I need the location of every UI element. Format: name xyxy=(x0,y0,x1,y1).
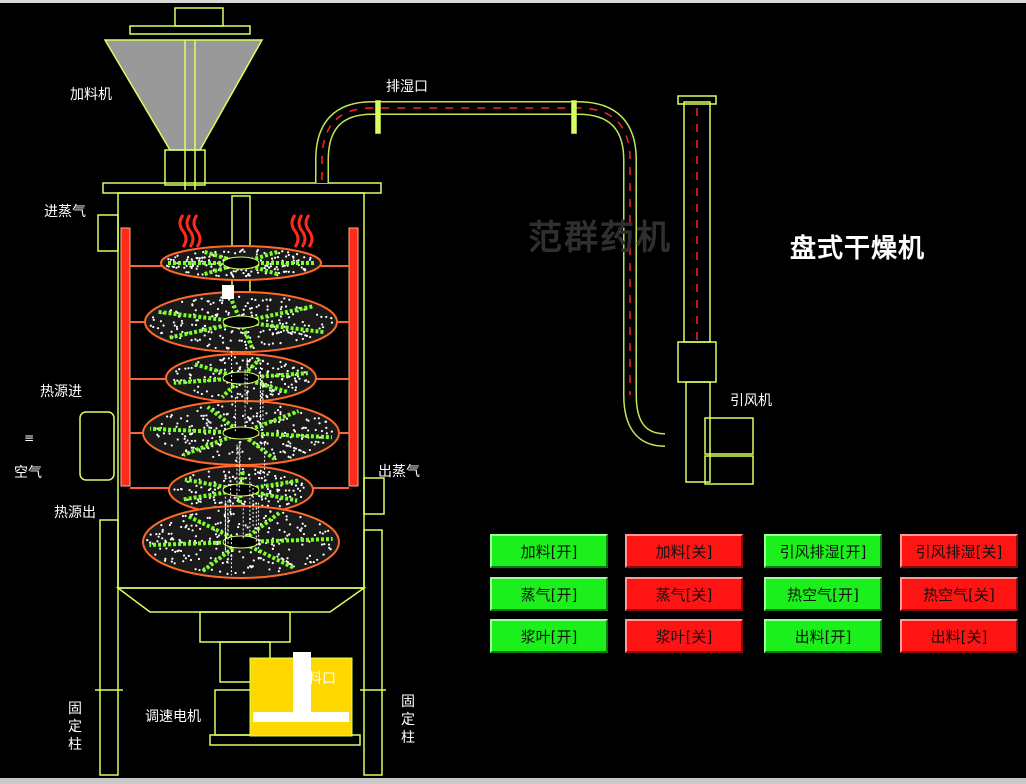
heat-source-tank xyxy=(79,411,115,481)
exhaust-pipe xyxy=(315,101,666,447)
label-discharge: 料口 xyxy=(308,671,336,687)
watermark: 范群药机 xyxy=(528,218,672,258)
discharge-on-button[interactable]: 出料[开] xyxy=(764,619,882,653)
feed-hopper xyxy=(103,39,264,151)
page-title: 盘式干燥机 xyxy=(790,234,926,264)
label-heat-in: 热源进 xyxy=(40,384,82,400)
label-exhaust: 排湿口 xyxy=(386,79,428,95)
feed-on-button[interactable]: 加料[开] xyxy=(490,534,608,568)
label-fixed-column-left: 固定柱 xyxy=(68,701,82,753)
label-steam-in: 进蒸气 xyxy=(44,204,86,220)
right-fixed-column xyxy=(363,529,383,776)
exhaust-fan-on-button[interactable]: 引风排湿[开] xyxy=(764,534,882,568)
steam-on-button[interactable]: 蒸气[开] xyxy=(490,577,608,611)
label-feeder: 加料机 xyxy=(70,87,112,103)
label-fixed-column-right: 固定柱 xyxy=(401,694,415,746)
dryer-trays xyxy=(142,245,340,579)
steam-off-button[interactable]: 蒸气[关] xyxy=(625,577,743,611)
fan-motor xyxy=(704,417,754,455)
speed-motor xyxy=(214,689,256,736)
dryer-top-plate xyxy=(102,182,382,194)
left-fixed-column xyxy=(99,519,119,776)
discharge-off-button[interactable]: 出料[关] xyxy=(900,619,1018,653)
air-vent-icon: ≡ xyxy=(24,431,35,445)
feed-off-button[interactable]: 加料[关] xyxy=(625,534,743,568)
label-motor: 调速电机 xyxy=(145,709,201,725)
feeder-motor xyxy=(174,7,224,27)
right-heater xyxy=(348,227,359,487)
label-air: 空气 xyxy=(14,465,42,481)
exhaust-fan-off-button[interactable]: 引风排湿[关] xyxy=(900,534,1018,568)
fan-housing xyxy=(685,381,711,483)
hot-air-off-button[interactable]: 热空气[关] xyxy=(900,577,1018,611)
left-heater xyxy=(120,227,131,487)
heat-wave-icon xyxy=(178,214,314,248)
bottom-frame-bar xyxy=(0,778,1026,784)
top-frame-line xyxy=(0,0,1026,3)
label-steam-out: 出蒸气 xyxy=(378,464,420,480)
label-fan: 引风机 xyxy=(730,393,772,409)
paddle-on-button[interactable]: 浆叶[开] xyxy=(490,619,608,653)
paddle-off-button[interactable]: 浆叶[关] xyxy=(625,619,743,653)
label-heat-out: 热源出 xyxy=(54,505,96,521)
dryer-cone xyxy=(115,587,367,613)
hot-air-on-button[interactable]: 热空气[开] xyxy=(764,577,882,611)
